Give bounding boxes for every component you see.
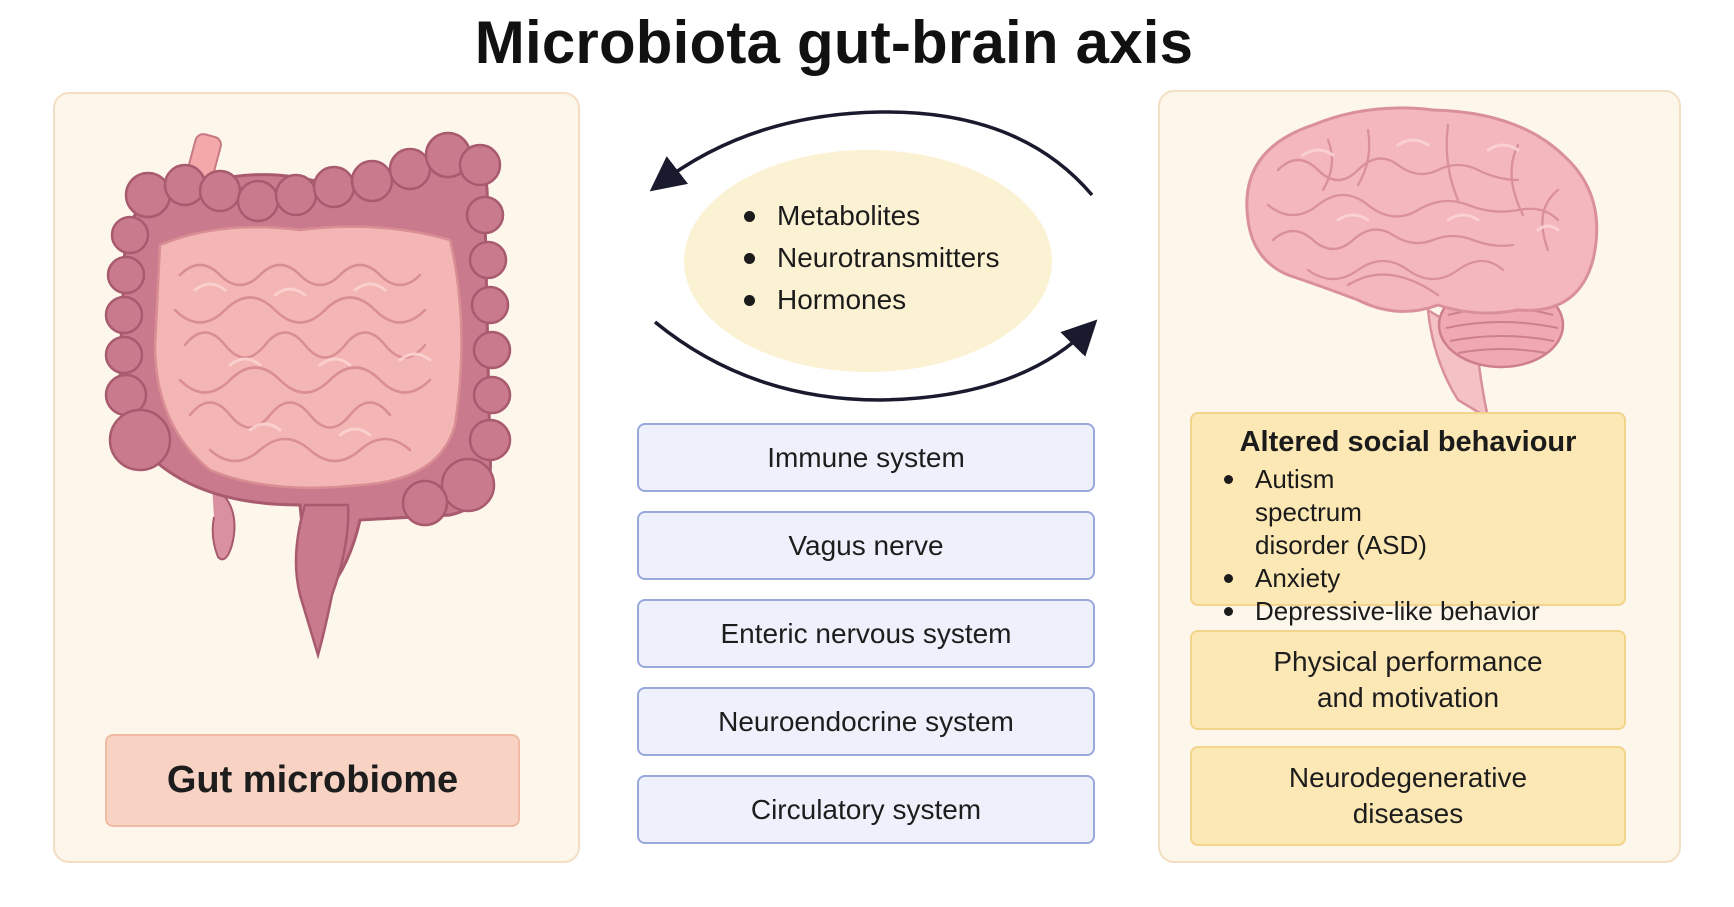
bullet-icon [744, 294, 755, 306]
effect-item: Autism spectrum disorder (ASD) [1224, 463, 1624, 562]
intestine-illustration [104, 131, 512, 660]
signal-item: Metabolites [738, 195, 1000, 237]
signal-item: Hormones [738, 279, 1000, 321]
route-immune-system: Immune system [637, 423, 1095, 492]
gut-microbiome-label: Gut microbiome [105, 734, 520, 827]
arrow-to-brain [653, 319, 1098, 402]
bullet-icon [1224, 475, 1233, 484]
route-vagus-nerve: Vagus nerve [637, 511, 1095, 580]
effect-title: Altered social behaviour [1239, 426, 1577, 458]
bullet-icon [744, 210, 755, 222]
route-enteric-nervous-system: Enteric nervous system [637, 599, 1095, 668]
signal-list: Metabolites Neurotransmitters Hormones [738, 195, 1000, 321]
effect-neurodegenerative: Neurodegenerative diseases [1190, 746, 1626, 846]
bullet-icon [1224, 574, 1233, 583]
effect-physical-performance: Physical performance and motivation [1190, 630, 1626, 730]
diagram-title: Microbiota gut-brain axis [474, 9, 1194, 76]
bullet-icon [1224, 607, 1233, 616]
exchange-arrows [649, 110, 1098, 402]
effect-item: Anxiety [1224, 562, 1624, 595]
brain-illustration [1245, 106, 1599, 420]
route-neuroendocrine-system: Neuroendocrine system [637, 687, 1095, 756]
arrow-to-gut [649, 110, 1094, 197]
effect-list: Autism spectrum disorder (ASD) Anxiety D… [1192, 463, 1624, 628]
effect-item: Depressive-like behavior [1224, 595, 1624, 628]
bullet-icon [744, 252, 755, 264]
route-circulatory-system: Circulatory system [637, 775, 1095, 844]
effect-altered-social-behaviour: Altered social behaviour Autism spectrum… [1190, 412, 1626, 626]
signal-item: Neurotransmitters [738, 237, 1000, 279]
